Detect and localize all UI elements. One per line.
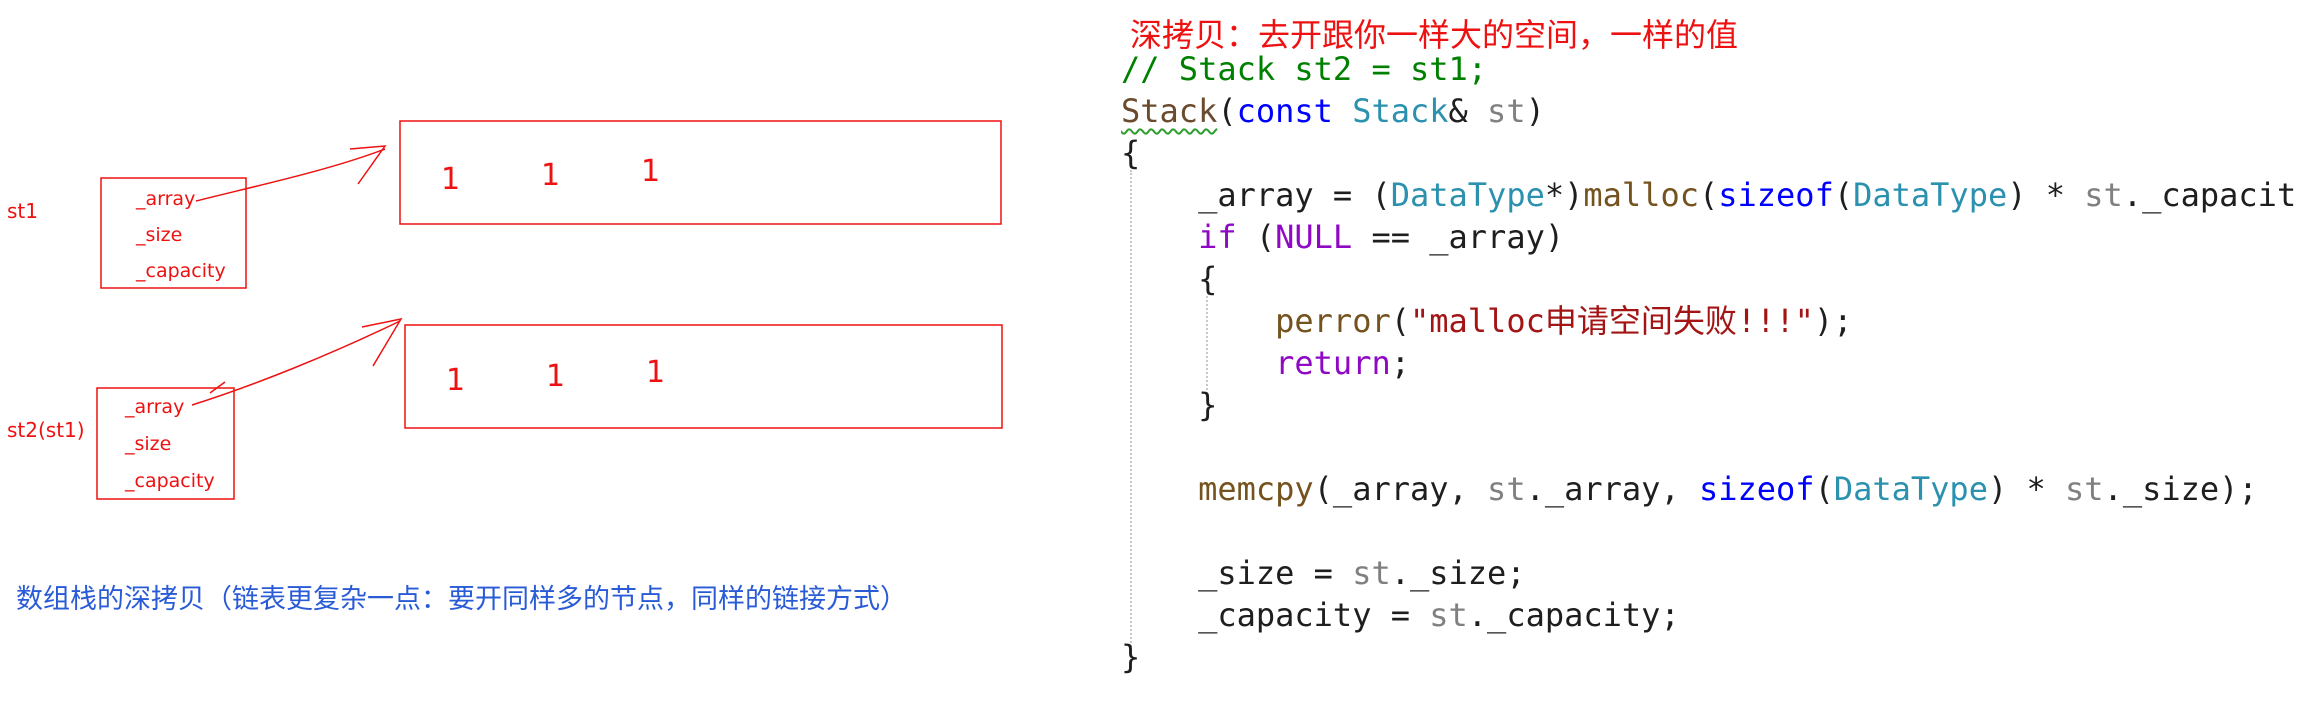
st2-scribble bbox=[209, 381, 226, 394]
code-token: ) * bbox=[2007, 176, 2085, 214]
code-token: if bbox=[1198, 218, 1237, 256]
code-token bbox=[1121, 218, 1198, 256]
code-token: _capacity = bbox=[1121, 596, 1430, 634]
st1-label: st1 bbox=[7, 199, 38, 223]
st2-field-size: _size bbox=[125, 433, 172, 455]
st2-arrowhead bbox=[361, 317, 403, 367]
code-line: { bbox=[1121, 258, 1217, 300]
code-token: // Stack st2 = st1; bbox=[1121, 50, 1488, 88]
code-token: ( bbox=[1217, 92, 1237, 130]
code-token: st bbox=[1352, 554, 1391, 592]
code-token: st bbox=[1487, 470, 1526, 508]
code-token: DataType bbox=[1833, 470, 1988, 508]
code-token: { bbox=[1121, 260, 1218, 298]
code-line: // Stack st2 = st1; bbox=[1121, 48, 1487, 90]
memory-diagram: st1 _array _size _capacity 1 1 1 st2(st1… bbox=[0, 0, 1100, 706]
code-panel: 深拷贝：去开跟你一样大的空间，一样的值 // Stack st2 = st1;S… bbox=[1100, 0, 2298, 706]
code-line: _capacity = st._capacity; bbox=[1121, 594, 1680, 636]
code-token: sizeof bbox=[1718, 176, 1834, 214]
code-title: 深拷贝：去开跟你一样大的空间，一样的值 bbox=[1130, 16, 1739, 54]
code-line: _array = (DataType*)malloc(sizeof(DataTy… bbox=[1121, 174, 2298, 216]
code-token: st bbox=[1487, 92, 1526, 130]
st1-value-1: 1 bbox=[441, 162, 461, 197]
code-token: == _array) bbox=[1352, 218, 1565, 256]
code-line: if (NULL == _array) bbox=[1121, 216, 1564, 258]
code-token: memcpy bbox=[1198, 470, 1314, 508]
code-token: return bbox=[1275, 344, 1391, 382]
code-token: "malloc申请空间失败!!!" bbox=[1409, 302, 1814, 340]
code-token: } bbox=[1121, 638, 1141, 676]
st2-label: st2(st1) bbox=[7, 418, 85, 442]
code-line: memcpy(_array, st._array, sizeof(DataTyp… bbox=[1121, 468, 2258, 510]
code-token: *) bbox=[1544, 176, 1584, 214]
code-token: ._capacity); bbox=[2122, 176, 2298, 214]
code-token: ( bbox=[1698, 176, 1719, 214]
st1-value-3: 1 bbox=[641, 154, 661, 189]
st2-value-1: 1 bbox=[446, 363, 466, 398]
code-token: ._array, bbox=[1525, 470, 1699, 508]
code-token: ); bbox=[1813, 302, 1853, 340]
code-token: ) * bbox=[1987, 470, 2066, 508]
st2-pointer-arrow bbox=[191, 320, 401, 406]
indent-guide-inner bbox=[1206, 296, 1208, 390]
code-token: sizeof bbox=[1698, 470, 1815, 508]
st1-pointer-arrow bbox=[195, 148, 386, 202]
st1-field-capacity: _capacity bbox=[136, 260, 226, 282]
code-token: { bbox=[1121, 134, 1141, 172]
st2-struct-box bbox=[96, 387, 235, 500]
code-token: _size = bbox=[1121, 554, 1353, 592]
st1-field-size: _size bbox=[136, 224, 183, 246]
code-token bbox=[1121, 344, 1275, 382]
code-token: & bbox=[1448, 92, 1488, 130]
indent-guide-outer bbox=[1130, 170, 1132, 650]
code-line: } bbox=[1121, 636, 1140, 678]
code-token: ( bbox=[1814, 470, 1834, 508]
code-token: ( bbox=[1390, 302, 1410, 340]
st2-value-2: 1 bbox=[546, 359, 566, 394]
st1-array-box bbox=[399, 120, 1002, 225]
code-token: (_array, bbox=[1313, 470, 1488, 508]
code-token: const bbox=[1236, 92, 1333, 130]
code-token bbox=[1121, 302, 1275, 340]
code-line: Stack(const Stack& st) bbox=[1121, 90, 1545, 132]
code-token: ._size; bbox=[1390, 554, 1526, 592]
st1-field-array: _array bbox=[136, 188, 196, 210]
code-token: ; bbox=[1390, 344, 1410, 382]
code-token: st bbox=[2065, 470, 2104, 508]
diagram-caption: 数组栈的深拷贝（链表更复杂一点：要开同样多的节点，同样的链接方式） bbox=[16, 584, 907, 615]
code-line: } bbox=[1121, 384, 1217, 426]
st2-array-box bbox=[404, 324, 1003, 429]
code-token: ._size); bbox=[2103, 470, 2258, 508]
st2-value-3: 1 bbox=[646, 355, 666, 390]
code-token: ( bbox=[1236, 218, 1276, 256]
code-token: malloc bbox=[1583, 176, 1699, 214]
code-token: st bbox=[1429, 596, 1468, 634]
code-token: _array = ( bbox=[1121, 176, 1391, 214]
code-token: DataType bbox=[1390, 176, 1545, 214]
st1-struct-box bbox=[100, 177, 247, 289]
code-line: _size = st._size; bbox=[1121, 552, 1526, 594]
code-token: DataType bbox=[1853, 176, 2008, 214]
code-token: NULL bbox=[1275, 218, 1353, 256]
diagram-lines bbox=[96, 120, 1003, 500]
code-token: ._capacity; bbox=[1467, 596, 1680, 634]
code-token: } bbox=[1121, 386, 1218, 424]
st2-field-array: _array bbox=[125, 396, 185, 418]
code-token: perror bbox=[1275, 302, 1391, 340]
code-token: ) bbox=[1525, 92, 1545, 130]
code-line: return; bbox=[1121, 342, 1410, 384]
code-token: st bbox=[2084, 176, 2123, 214]
code-token bbox=[1333, 92, 1352, 130]
code-line: { bbox=[1121, 132, 1140, 174]
st1-value-2: 1 bbox=[541, 158, 561, 193]
code-token bbox=[1121, 470, 1198, 508]
code-token: Stack bbox=[1352, 92, 1449, 130]
st1-arrowhead bbox=[349, 145, 387, 185]
st2-field-capacity: _capacity bbox=[125, 470, 215, 492]
code-token: ( bbox=[1833, 176, 1854, 214]
code-line: perror("malloc申请空间失败!!!"); bbox=[1121, 300, 1852, 342]
code-token: Stack bbox=[1121, 92, 1218, 130]
